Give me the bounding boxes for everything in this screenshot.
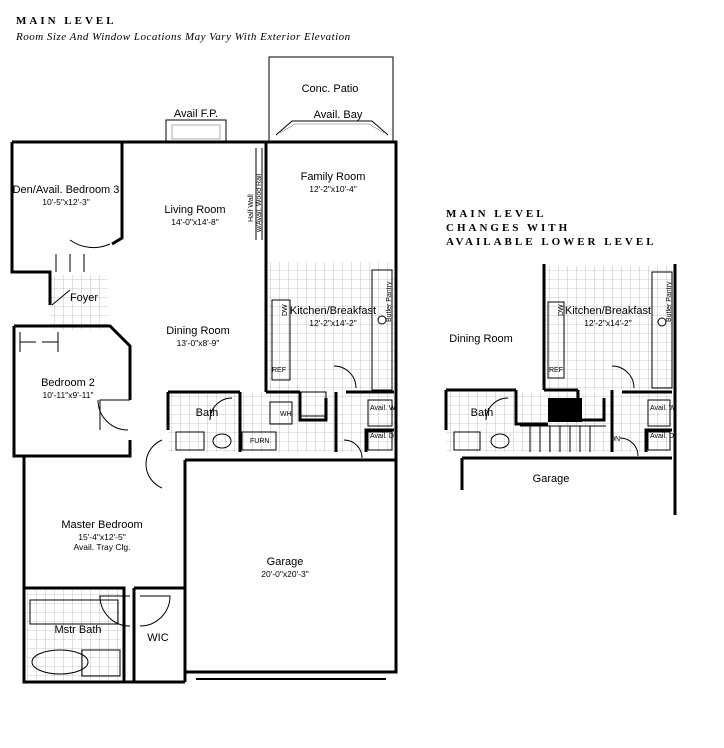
patio — [268, 56, 394, 141]
bath-name: Bath — [196, 407, 219, 419]
fireplace — [165, 119, 227, 143]
bath-fixtures — [29, 399, 393, 677]
alt-fixtures — [453, 271, 673, 457]
den-size: 10'-5"x12'-3" — [42, 197, 90, 207]
fireplace-label: Avail F.P. — [174, 108, 218, 120]
alt-title-line3: AVAILABLE LOWER LEVEL — [446, 236, 657, 248]
wic-name: WIC — [147, 632, 168, 644]
alt-laundry-tile — [516, 392, 672, 452]
kitchen-size: 12'-2"x14'-2" — [309, 318, 357, 328]
family-size: 12'-2"x10'-4" — [309, 184, 357, 194]
alt-dining-label: Dining Room — [449, 333, 513, 345]
main-level-title: MAIN LEVEL — [16, 15, 117, 27]
family-name: Family Room — [301, 171, 366, 183]
half-wall — [255, 148, 263, 240]
half-wall-label: Half Wall — [248, 194, 255, 222]
main-walls — [10, 140, 398, 684]
master-note: Avail. Tray Clg. — [73, 542, 130, 552]
alt-avail-w-label: Avail. W — [650, 405, 676, 412]
master-size: 15'-4"x12'-5" — [78, 532, 126, 542]
stair-block — [548, 398, 582, 422]
mstrbath-tile — [27, 590, 121, 680]
den-name: Den/Avail. Bedroom 3 — [13, 184, 120, 196]
kitchen-name: Kitchen/Breakfast — [290, 305, 376, 317]
alt-kitchen-tile — [546, 266, 672, 390]
mstr-bath-name: Mstr Bath — [54, 624, 101, 636]
avail-w-label: Avail. W — [370, 405, 396, 412]
alt-dn-label: DN — [610, 436, 620, 443]
dining-name: Dining Room — [166, 325, 230, 337]
kitchen-tile — [268, 262, 394, 392]
ref-label: REF — [272, 367, 286, 374]
wh-label: WH — [280, 411, 292, 418]
garage-size: 20'-0"x20'-3" — [261, 569, 309, 579]
bay-label: Avail. Bay — [314, 109, 363, 121]
alt-kitchen-name: Kitchen/Breakfast — [565, 305, 651, 317]
door-swings — [19, 239, 363, 627]
garage-door — [196, 671, 386, 680]
patio-label: Conc. Patio — [302, 83, 359, 95]
alt-butler-label: Butler Pantry — [666, 281, 673, 322]
elevation-note: Room Size And Window Locations May Vary … — [16, 31, 351, 43]
bedroom2-size: 10'-11"x9'-11" — [42, 390, 93, 400]
alt-title-line2: CHANGES WITH — [446, 222, 571, 234]
living-size: 14'-0"x14'-8" — [171, 217, 219, 227]
foyer-tile — [50, 275, 108, 330]
master-name: Master Bedroom — [61, 519, 142, 531]
kitchen-counters — [271, 269, 393, 417]
alt-title-line1: MAIN LEVEL — [446, 208, 547, 220]
dw-label: DW — [282, 304, 289, 316]
bedroom2-name: Bedroom 2 — [41, 377, 95, 389]
alt-avail-d-label: Avail. D — [650, 433, 674, 440]
alt-dw-label: DW — [558, 304, 565, 316]
living-name: Living Room — [164, 204, 225, 216]
butler-pantry-label: Butler Pantry — [386, 281, 393, 322]
avail-d-label: Avail. D — [370, 433, 394, 440]
wood-rail-label: w/Avail. Wood Rail — [256, 173, 263, 233]
alt-bath-label: Bath — [471, 407, 494, 419]
alt-kitchen-size: 12'-2"x14'-2" — [584, 318, 632, 328]
garage-name: Garage — [267, 556, 304, 568]
furn-label: FURN — [250, 438, 269, 445]
alt-ref-label: REF — [549, 367, 563, 374]
alt-garage-label: Garage — [533, 473, 570, 485]
dining-size: 13'-0"x8'-9" — [177, 338, 220, 348]
foyer-name: Foyer — [70, 292, 98, 304]
